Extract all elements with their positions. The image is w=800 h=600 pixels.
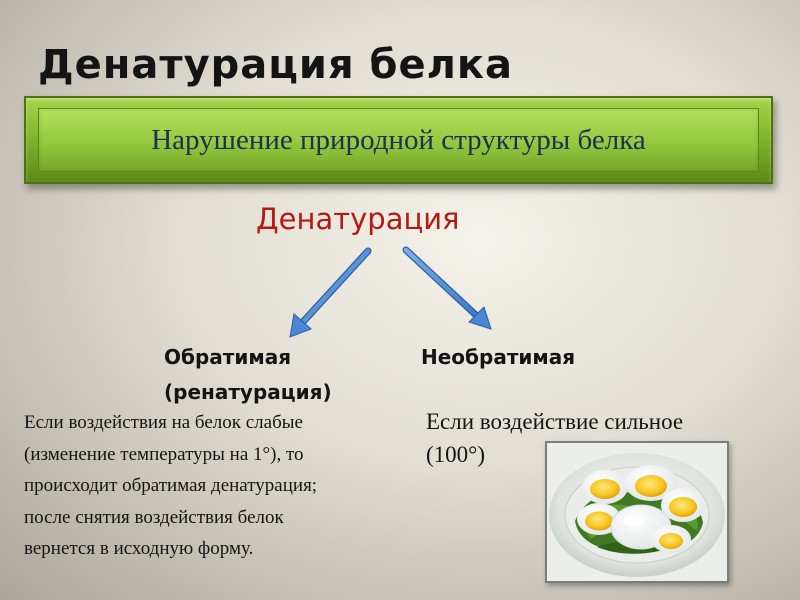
renaturation-label: (ренатурация): [164, 380, 332, 404]
definition-banner: Нарушение природной структуры белка: [24, 96, 773, 184]
description-line: Если воздействия на белок слабые: [24, 412, 303, 433]
reversible-label: Обратимая: [164, 345, 292, 369]
slide-title: Денатурация белка: [38, 42, 514, 88]
description-line: (100°): [426, 442, 486, 467]
description-line: после снятия воздействия белок: [24, 506, 284, 528]
irreversible-description: Если воздействие сильное (100°): [426, 405, 756, 471]
description-line: Если воздействие сильное: [426, 409, 684, 434]
description-line: вернется в исходную форму.: [24, 538, 254, 559]
description-line: происходит обратимая денатурация;: [24, 475, 318, 496]
reversible-branch: Обратимая (ренатурация): [164, 340, 332, 410]
definition-banner-inner: Нарушение природной структуры белка: [38, 108, 759, 172]
left-arrow: [289, 247, 372, 338]
description-line: (изменение температуры на 1°), то: [24, 443, 304, 465]
right-arrow: [402, 246, 492, 330]
boiled-eggs-image: [545, 441, 729, 583]
reversible-description: Если воздействия на белок слабые (измене…: [24, 407, 414, 565]
denaturation-label: Денатурация: [256, 202, 460, 236]
irreversible-label: Необратимая: [421, 345, 576, 369]
definition-text: Нарушение природной структуры белка: [151, 123, 646, 156]
